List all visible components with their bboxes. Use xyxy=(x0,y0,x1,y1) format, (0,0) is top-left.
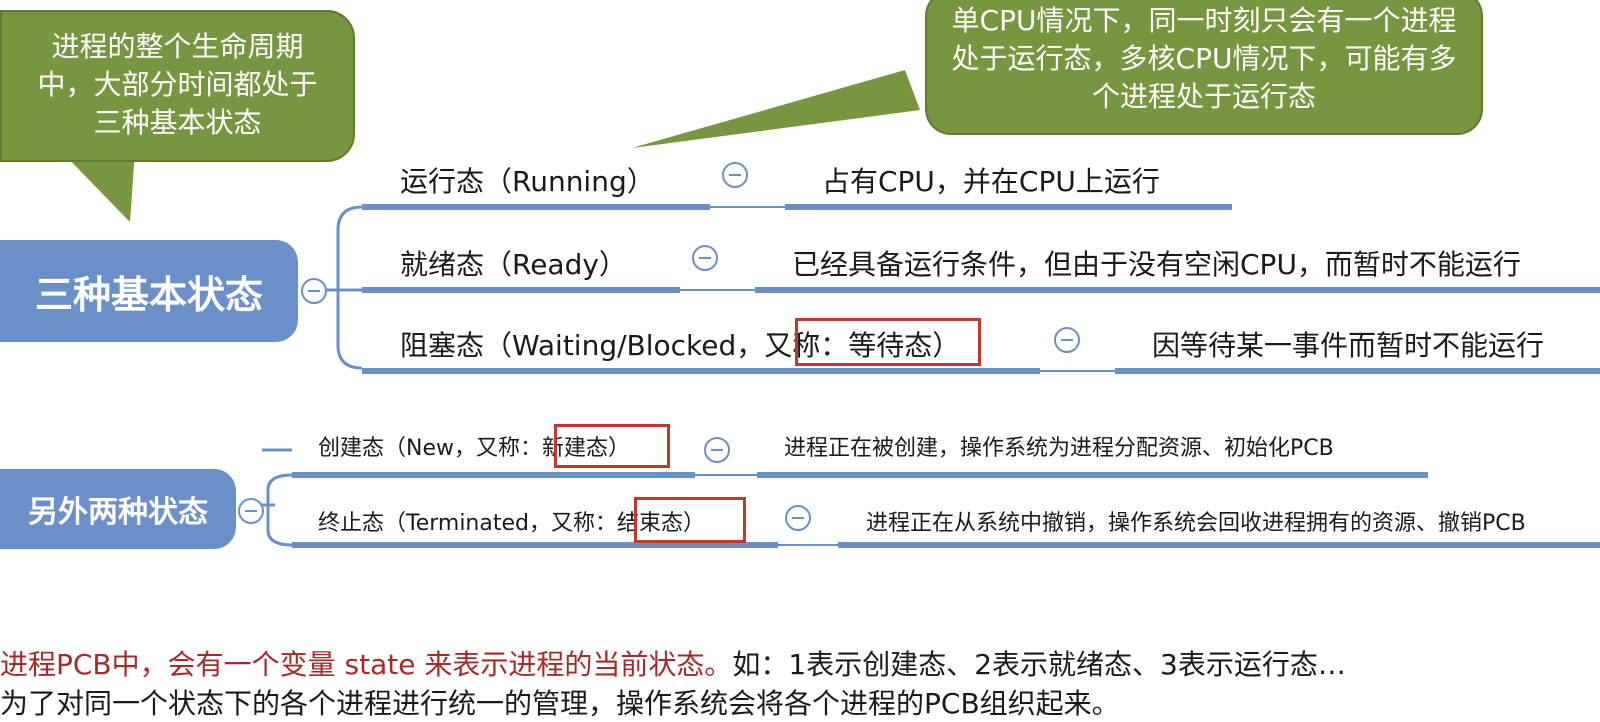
collapse-new-icon[interactable] xyxy=(704,437,730,463)
note-line-1: 进程PCB中，会有一个变量 state 来表示进程的当前状态。如：1表示创建态、… xyxy=(0,643,1346,683)
highlight-box-waiting xyxy=(795,318,981,366)
right-callout-tail xyxy=(632,70,920,148)
note-line-1-dark: 如：1表示创建态、2表示就绪态、3表示运行态… xyxy=(732,648,1346,681)
state-terminated-desc: 进程正在从系统中撤销，操作系统会回收进程拥有的资源、撤销PCB xyxy=(866,511,1526,536)
note-line-2: 为了对同一个状态下的各个进程进行统一的管理，操作系统会将各个进程的PCB组织起来… xyxy=(0,687,1120,720)
left-callout-text: 进程的整个生命周期中，大部分时间都处于三种基本状态 xyxy=(37,30,318,139)
highlight-box-terminated xyxy=(634,497,746,543)
collapse-other-icon[interactable] xyxy=(238,498,264,524)
collapse-terminated-icon[interactable] xyxy=(785,505,811,531)
note-line-1-red: 进程PCB中，会有一个变量 state 来表示进程的当前状态。 xyxy=(0,648,733,681)
left-callout: 进程的整个生命周期中，大部分时间都处于三种基本状态 xyxy=(0,10,355,162)
right-callout: 单CPU情况下，同一时刻只会有一个进程处于运行态，多核CPU情况下，可能有多个进… xyxy=(925,0,1483,135)
collapse-running-icon[interactable] xyxy=(722,162,748,188)
other-states-title: 另外两种状态 xyxy=(28,495,208,530)
collapse-ready-icon[interactable] xyxy=(692,245,718,271)
state-terminated-label: 终止态（Terminated，又称：结束态） xyxy=(318,511,705,536)
basic-states-title: 三种基本状态 xyxy=(34,272,263,317)
basic-states-node[interactable]: 三种基本状态 xyxy=(0,240,298,342)
collapse-blocked-icon[interactable] xyxy=(1054,327,1080,353)
state-new-desc: 进程正在被创建，操作系统为进程分配资源、初始化PCB xyxy=(784,436,1334,461)
state-running-desc: 占有CPU，并在CPU上运行 xyxy=(822,165,1160,198)
state-blocked-desc: 因等待某一事件而暂时不能运行 xyxy=(1152,329,1545,362)
state-running-label: 运行态（Running） xyxy=(400,165,655,198)
state-ready-label: 就绪态（Ready） xyxy=(400,248,627,281)
other-states-node[interactable]: 另外两种状态 xyxy=(0,469,236,549)
highlight-box-new xyxy=(554,424,670,468)
state-blocked-label: 阻塞态（Waiting/Blocked，又称：等待态） xyxy=(400,329,961,362)
left-callout-tail xyxy=(60,150,135,222)
state-new-label: 创建态（New，又称：新建态） xyxy=(318,436,630,461)
state-ready-desc: 已经具备运行条件，但由于没有空闲CPU，而暂时不能运行 xyxy=(792,248,1521,281)
collapse-basic-icon[interactable] xyxy=(301,278,327,304)
right-callout-text: 单CPU情况下，同一时刻只会有一个进程处于运行态，多核CPU情况下，可能有多个进… xyxy=(951,4,1457,113)
